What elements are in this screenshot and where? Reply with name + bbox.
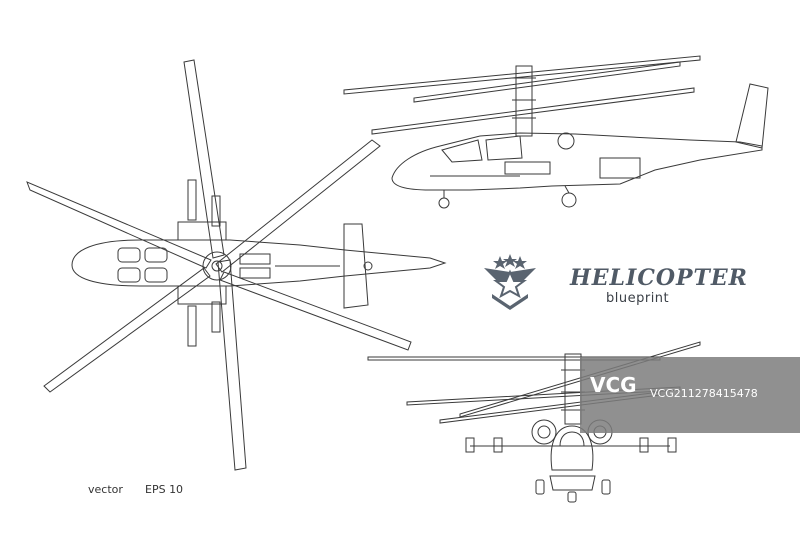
watermark-id: VCG211278415478 (650, 387, 758, 400)
side-view-details (430, 157, 641, 179)
star-wings-emblem-icon (484, 254, 536, 310)
watermark-overlay: VCG VCG211278415478 (580, 357, 800, 433)
top-view-stub-wings (177, 179, 227, 347)
front-view-fuselage (549, 425, 596, 491)
subtitle-text: blueprint (606, 291, 670, 306)
title-heading: HELICOPTER (570, 265, 748, 291)
front-view-landing-gear (535, 479, 611, 503)
side-view-fuselage (391, 132, 763, 191)
side-view-vertical-tail (735, 83, 769, 149)
side-view-engine-intake (557, 132, 575, 150)
helicopter-side-view (343, 55, 769, 209)
top-view-fuselage (71, 239, 447, 287)
top-view-tail-stabilizer (343, 223, 369, 309)
top-view-rotor-blades (26, 59, 412, 471)
side-view-landing-gear (438, 185, 577, 209)
top-view-rotor-hub (202, 251, 232, 281)
side-view-rotor-mast (512, 65, 536, 137)
front-view-stub-wings (465, 437, 677, 453)
side-view-rotor-blades (343, 55, 701, 135)
side-view-canopy (441, 135, 523, 163)
helicopter-top-view (26, 59, 447, 471)
footer-eps-label: EPS 10 (145, 483, 184, 496)
watermark-logo: VCG (590, 373, 637, 397)
footer-vector-label: vector (88, 483, 123, 496)
